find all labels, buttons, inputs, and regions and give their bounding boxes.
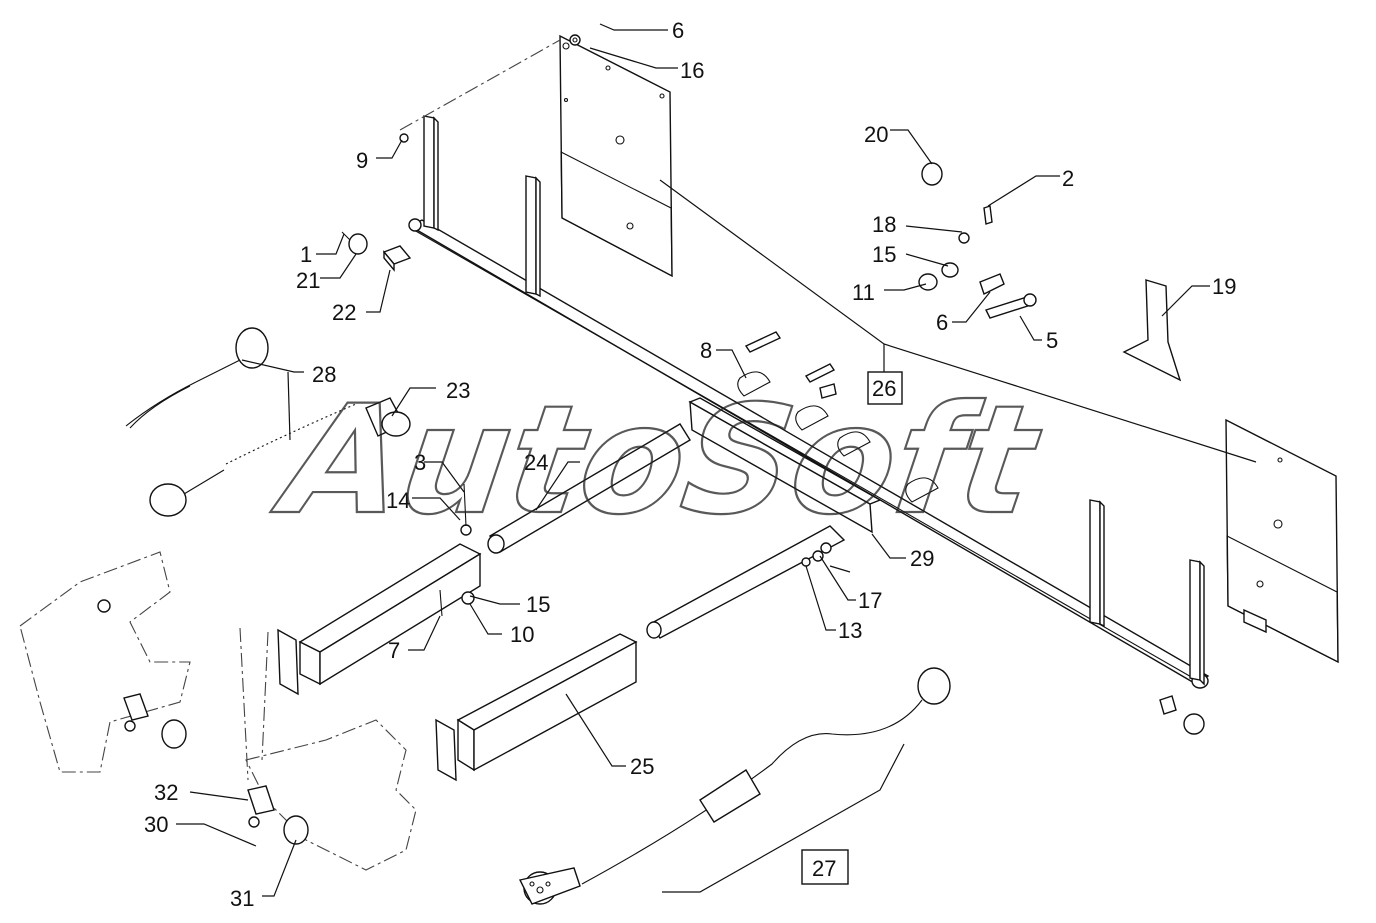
plate-19	[1122, 279, 1182, 382]
wiring-harness-28	[125, 327, 411, 517]
callout-box-26	[867, 371, 903, 405]
callout-8: 8	[700, 338, 712, 363]
callout-15-top: 14	[386, 488, 410, 513]
callout-6-mid: 6	[936, 310, 948, 335]
callout-11: 11	[852, 280, 875, 305]
ghost-frame	[19, 551, 417, 871]
callout-18: 18	[872, 212, 896, 237]
callout-box-27	[801, 849, 849, 885]
bracket-22	[341, 133, 412, 272]
callout-13: 13	[838, 618, 862, 643]
callout-14: 15	[872, 242, 896, 267]
beam-left	[277, 483, 482, 696]
mounting-plate-29	[688, 397, 882, 534]
callout-15-bottom: 15	[526, 592, 550, 617]
callout-3: 3	[414, 450, 426, 475]
callout-10: 10	[510, 622, 534, 647]
callout-28: 28	[312, 362, 336, 387]
callout-labels: 6 16 9 1 21 22 20 2 18 15 11 6 5 19 8 26…	[144, 18, 1236, 911]
watermark: AutoSoft	[265, 373, 1050, 548]
uprights	[423, 115, 1205, 686]
callout-29: 29	[910, 546, 934, 571]
callout-17: 17	[858, 588, 882, 613]
callout-9: 9	[356, 148, 368, 173]
callout-21: 21	[296, 268, 320, 293]
callout-24: 24	[524, 450, 548, 475]
callout-26: 26	[872, 376, 896, 401]
fasteners	[744, 162, 1037, 399]
callout-6-top: 6	[672, 18, 684, 43]
callout-32: 32	[154, 780, 178, 805]
callout-22: 22	[332, 300, 356, 325]
cable-27	[518, 667, 951, 905]
callout-30: 30	[144, 812, 168, 837]
callout-25: 25	[630, 754, 654, 779]
callout-1: 1	[300, 242, 312, 267]
leader-26	[659, 179, 1257, 463]
tube-24	[487, 423, 691, 554]
callout-2: 2	[1062, 166, 1074, 191]
alignment-lines	[239, 39, 561, 781]
callout-7: 7	[388, 638, 400, 663]
callout-31: 31	[230, 886, 254, 911]
callout-23: 23	[446, 378, 470, 403]
callout-leaders	[176, 23, 1210, 897]
license-plate-right	[1225, 418, 1339, 664]
callout-5: 5	[1046, 328, 1058, 353]
callout-27: 27	[812, 856, 836, 881]
callout-20: 20	[864, 122, 888, 147]
callout-16: 16	[680, 58, 704, 83]
bracket-right	[1159, 695, 1205, 735]
u-bolts	[737, 371, 939, 503]
callout-19: 19	[1212, 274, 1236, 299]
license-plate-top	[559, 34, 673, 278]
tube-25	[435, 525, 846, 782]
